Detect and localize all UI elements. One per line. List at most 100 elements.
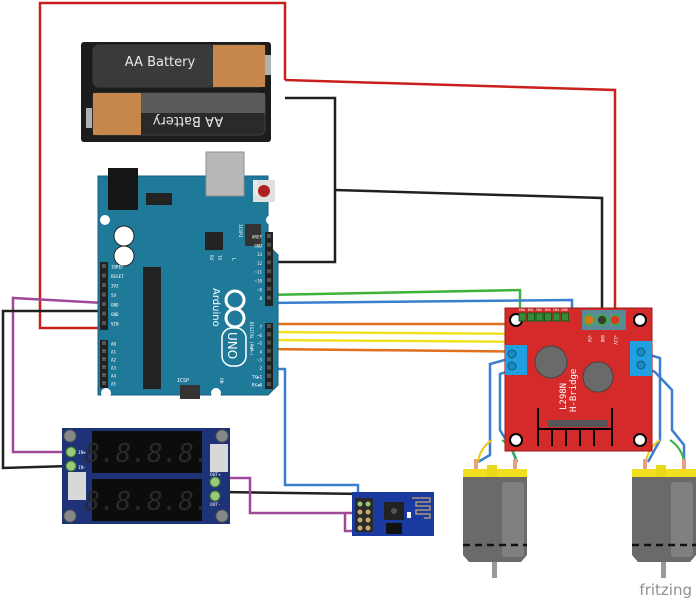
analog-pin	[102, 365, 106, 369]
analog-pin-label: A3	[111, 366, 117, 371]
esp-pin-header	[355, 498, 373, 532]
digital-section-label: DIGITAL (PWM~)	[249, 322, 254, 356]
motor-a-terminal	[505, 345, 527, 375]
power-jack	[108, 168, 138, 210]
digital-pin-label: 13	[257, 252, 263, 257]
analog-pin-label: A0	[111, 342, 117, 347]
display-bottom	[92, 479, 202, 521]
power-pin	[102, 321, 106, 325]
analog-pin-label: A1	[111, 350, 117, 355]
l-led-label: L	[230, 258, 236, 261]
capacitor-2	[113, 245, 135, 267]
digital-pin	[267, 324, 271, 328]
rx-led-label: RX	[208, 255, 214, 261]
button-left	[68, 472, 86, 500]
button-right	[210, 444, 228, 472]
digital-pin	[267, 278, 271, 282]
analog-pin-label: A2	[111, 358, 117, 363]
capacitor-1	[113, 225, 135, 247]
analog-pin	[102, 373, 106, 377]
atmega-chip	[143, 267, 161, 389]
power-pin	[102, 292, 106, 297]
wire-black-esp-gnd	[219, 490, 367, 502]
digital-pin-label: 7	[259, 325, 262, 330]
antenna-icon	[412, 497, 431, 519]
pin-in-minus-label: IN-	[78, 465, 86, 471]
digital-pin-label: TX▶1	[252, 374, 263, 379]
digital-pin-label: 8	[259, 296, 262, 301]
digital-header-bottom	[265, 323, 273, 389]
usb-port	[205, 151, 245, 197]
icsp2-header	[245, 224, 261, 246]
display-top	[92, 431, 202, 473]
h-bridge-pin-label: IN2	[536, 308, 542, 312]
power-pin-label: 5V	[111, 293, 117, 298]
motor-b-terminal	[630, 341, 652, 376]
digital-pin-label: 4	[259, 349, 262, 354]
digital-pin-label: ~3	[257, 358, 263, 363]
h-bridge-pin	[561, 312, 569, 322]
digital-pin	[267, 382, 271, 387]
motor-right[interactable]	[632, 459, 696, 578]
digital-pin-label: ~11	[254, 270, 262, 275]
icsp-header	[180, 385, 200, 399]
h-bridge-pin	[552, 312, 561, 322]
power-pin	[102, 264, 106, 268]
power-pin	[102, 311, 106, 316]
digital-pin	[267, 357, 271, 362]
power-pin-label: RESET	[111, 274, 124, 279]
digital-pin-label: RX◀0	[252, 383, 263, 388]
wire-blue-esp-tx	[264, 367, 360, 500]
power-pin	[102, 302, 106, 306]
power-terminal-label: +12V	[613, 335, 618, 345]
wire-red-12v	[284, 78, 617, 318]
digital-pin-label: 2	[259, 366, 262, 371]
icsp-label: ICSP	[177, 378, 189, 384]
wire-purple-esp-vcc	[220, 476, 358, 533]
analog-header	[100, 340, 108, 388]
power-pin-label: GND	[111, 312, 119, 317]
arduino-model: UNO	[225, 332, 239, 359]
esp01-wifi-module[interactable]	[352, 492, 434, 536]
power-pin	[102, 283, 106, 287]
digital-pin	[267, 242, 271, 247]
motor-left[interactable]	[463, 459, 527, 578]
arduino-uno[interactable]: RESET Arduino UNO ICSP2 ICSP IOREFRESET3…	[97, 151, 279, 399]
pin-out-plus-label: OUT+	[210, 472, 221, 478]
digital-pin-label: ~10	[254, 279, 262, 284]
reset-label: RESET	[251, 180, 257, 195]
digital-pin-label: ~6	[257, 333, 263, 338]
h-bridge-pin-label: IN1	[527, 308, 533, 312]
analog-pin	[102, 341, 106, 345]
digital-pin-label: AREF	[252, 235, 263, 240]
digital-pin	[267, 365, 271, 370]
wire-red-battery-vin	[38, 1, 287, 330]
tx-led-label: TX	[216, 255, 222, 261]
digital-pin	[267, 286, 271, 291]
motor-lead-left-yellow	[477, 439, 493, 463]
digital-pin	[267, 373, 271, 378]
chip-label: L298N	[559, 383, 569, 410]
flash-chip	[386, 523, 402, 534]
pin-in-plus-label: IN+	[78, 450, 86, 456]
wire-black-gnd-in	[1, 309, 104, 470]
wire-black-battery-gnd	[264, 96, 337, 264]
wire-green-ena	[263, 288, 522, 316]
analog-pin	[102, 381, 106, 385]
h-bridge-pin-label: IN4	[553, 308, 559, 312]
battery-cell-1-label: AA Battery	[125, 55, 196, 70]
analog-pin-label: A5	[111, 382, 117, 387]
battery-pack[interactable]: AA Battery AA Battery	[81, 42, 271, 142]
digital-pin-label: 12	[257, 261, 263, 266]
power-pin-label: VIN	[111, 322, 119, 327]
power-terminal-label: GND	[600, 335, 605, 343]
wire-black-hbridge-gnd	[334, 188, 604, 318]
voltmeter-module[interactable]: 8.8.8.8. 8.8.8.8. IN+ IN- OUT+ OUT-	[62, 428, 230, 524]
digital-pin	[267, 260, 271, 265]
analog-pin	[102, 349, 106, 353]
h-bridge-pin	[527, 312, 535, 322]
